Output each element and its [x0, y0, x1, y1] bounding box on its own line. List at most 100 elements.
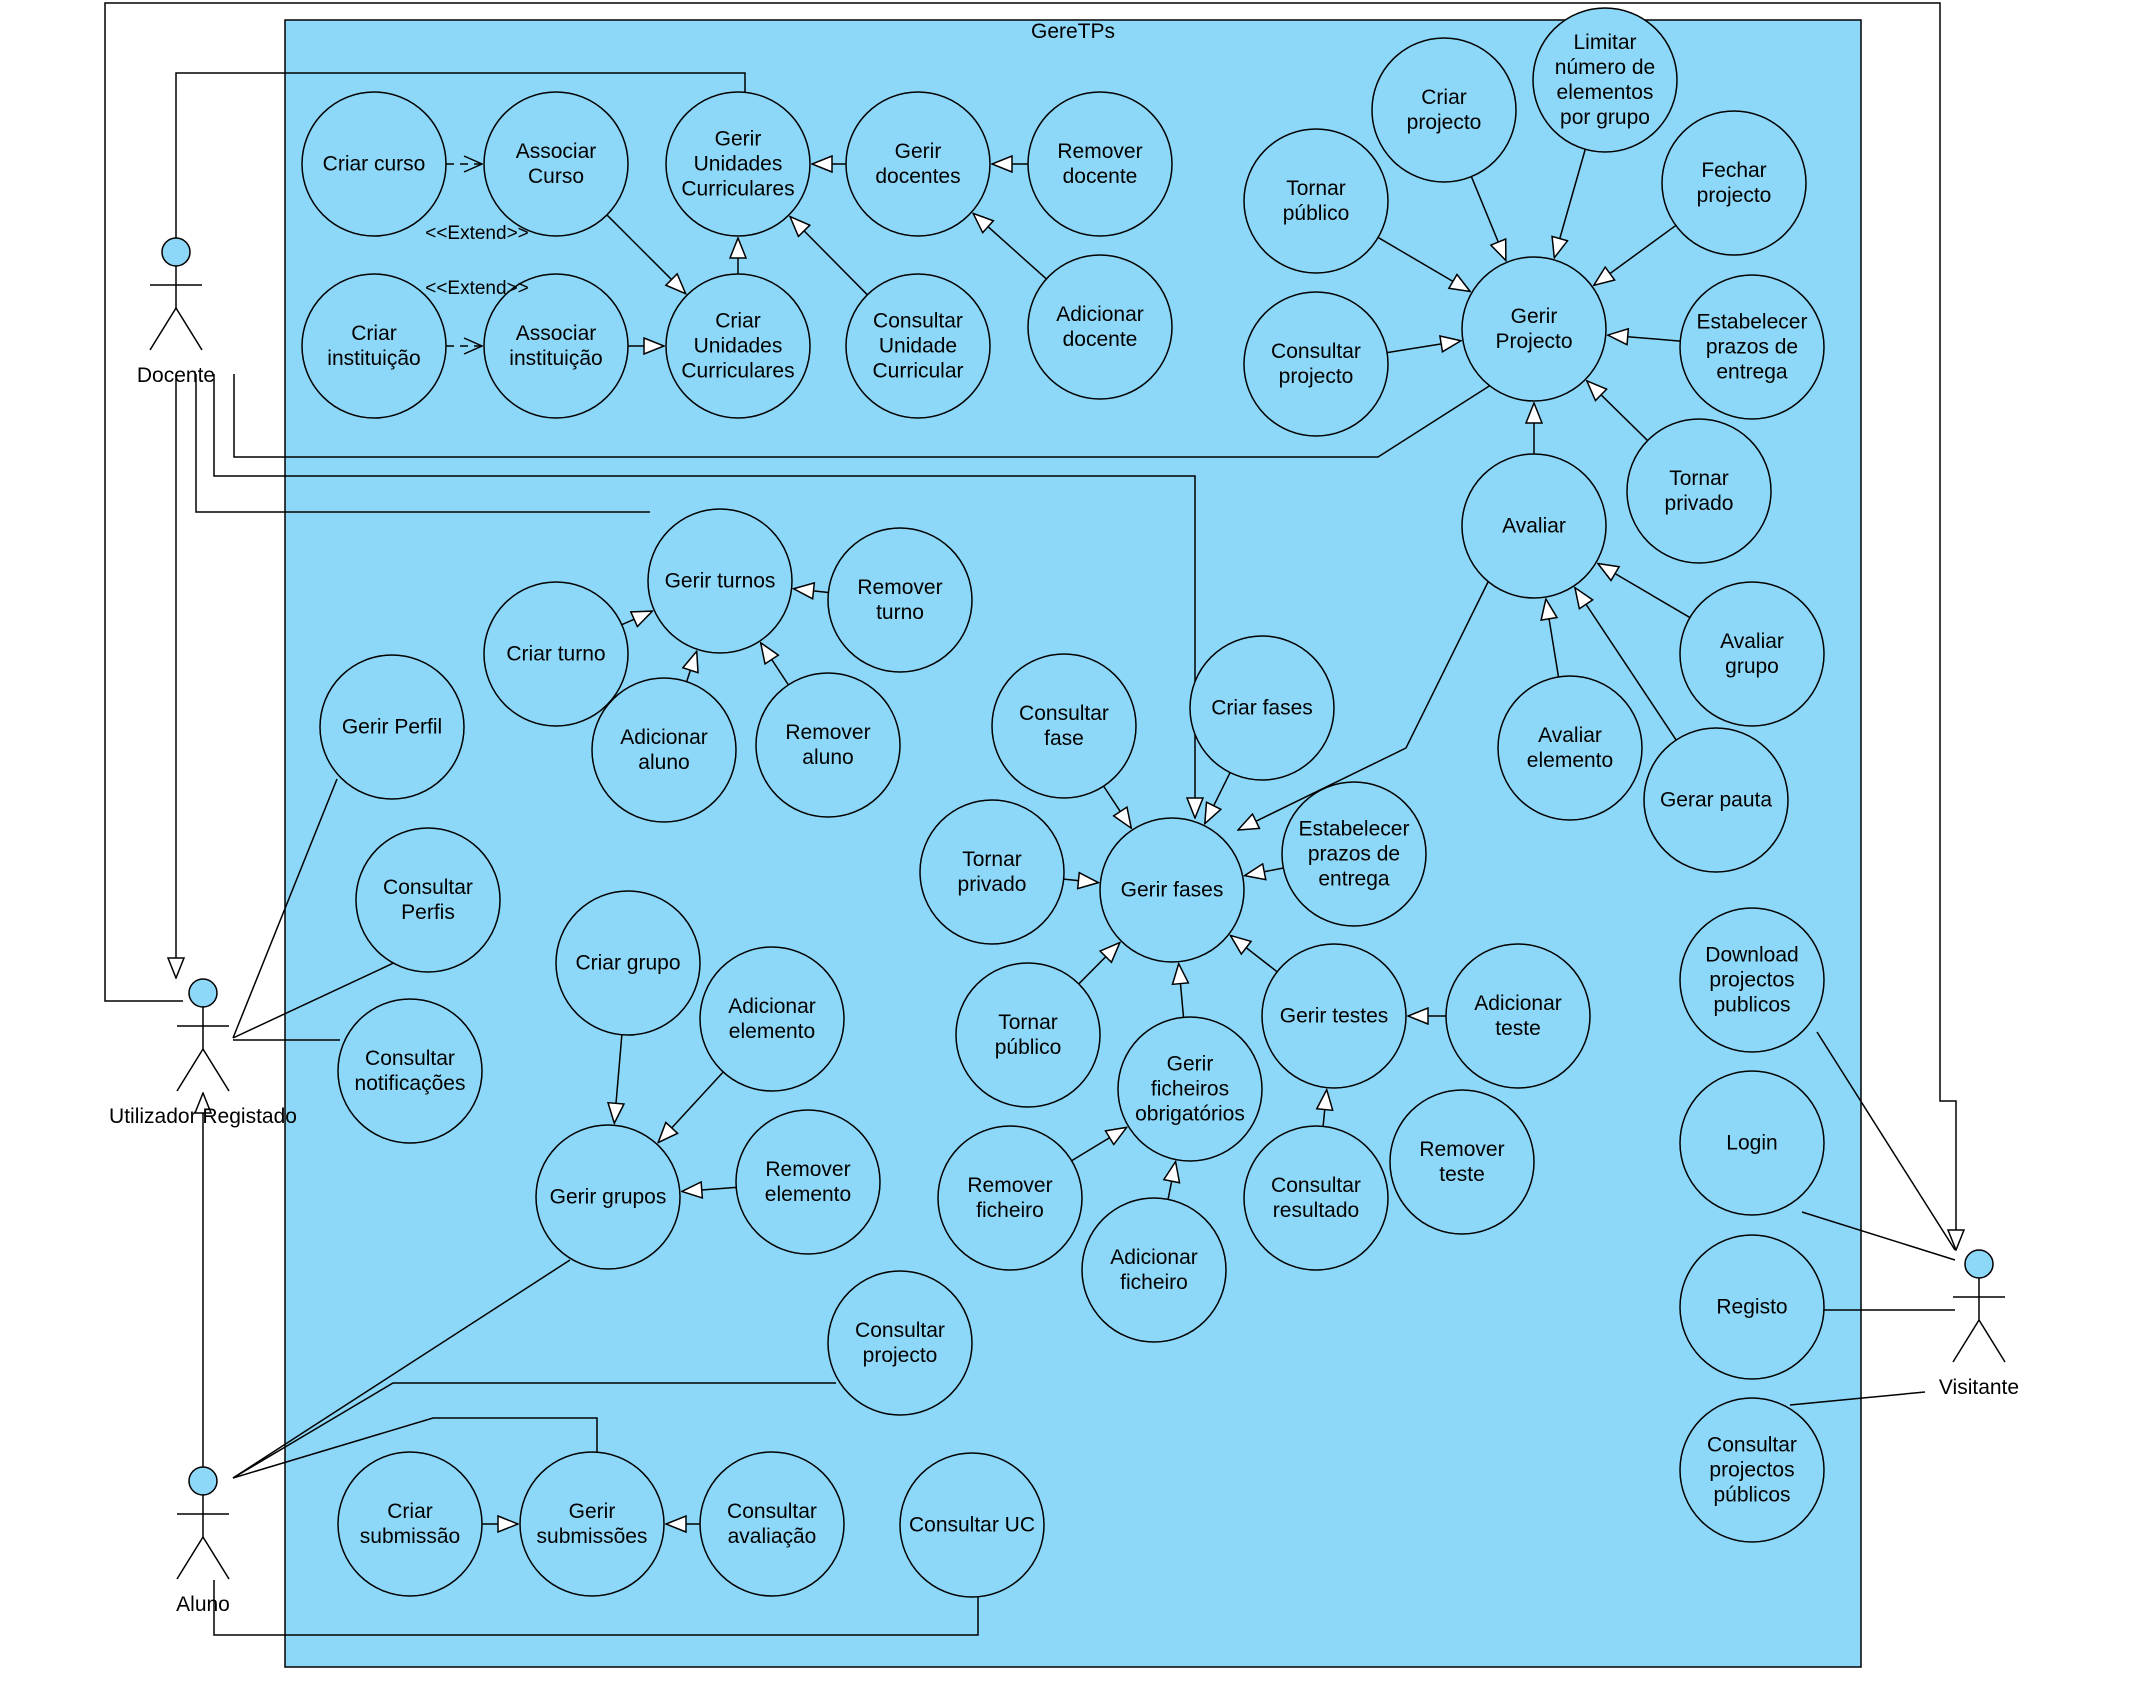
use-case-ellipse [1189, 635, 1335, 781]
use-case-label: Gerir fases [1121, 879, 1224, 902]
use-case-ellipse [519, 1451, 665, 1597]
use-case-label: docente [1063, 165, 1138, 188]
association-visitante-login [1801, 1211, 1956, 1261]
use-case-gerir-fases[interactable]: Gerir fases [1099, 817, 1245, 963]
use-case-gerir-testes[interactable]: Gerir testes [1261, 943, 1407, 1089]
use-case-label: número de [1555, 56, 1655, 79]
use-case-criar-turno[interactable]: Criar turno [483, 581, 629, 727]
use-case-label: aluno [638, 751, 689, 774]
actor-utilizador[interactable]: Utilizador Registado [109, 978, 297, 1128]
use-case-label: projecto [1407, 111, 1482, 134]
actor-aluno[interactable]: Aluno [176, 1466, 230, 1616]
use-case-ellipse [1679, 1234, 1825, 1380]
use-case-criar-curso[interactable]: Criar curso [301, 91, 447, 237]
use-case-ellipse [665, 273, 811, 419]
use-case-gerir-perfil[interactable]: Gerir Perfil [319, 654, 465, 800]
generalization-adicionar_elemento-gerir_grupos [658, 1071, 724, 1143]
actor-visitante[interactable]: Visitante [1939, 1249, 2019, 1399]
use-case-ellipse [827, 527, 973, 673]
use-case-label: Criar fases [1211, 697, 1313, 720]
use-case-criar-grupo[interactable]: Criar grupo [555, 890, 701, 1036]
use-case-ellipse [899, 1452, 1045, 1598]
use-case-label: Tornar [998, 1011, 1058, 1034]
use-case-label: resultado [1273, 1199, 1359, 1222]
use-case-label: Tornar [962, 848, 1022, 871]
actor-label: Docente [137, 364, 215, 387]
use-case-label: Consultar [1271, 1174, 1361, 1197]
use-case-ellipse [1445, 943, 1591, 1089]
association-docente-gerir-projecto [233, 374, 1495, 458]
connectors [104, 2, 1956, 1636]
use-case-label: Associar [516, 140, 597, 163]
use-case-label: Remover [1057, 140, 1142, 163]
use-case-consultar-uc[interactable]: Consultar UC [899, 1452, 1045, 1598]
generalization-limitar-gerir_projecto [1554, 149, 1586, 258]
use-case-ellipse [555, 890, 701, 1036]
actor-label: Visitante [1939, 1376, 2019, 1399]
generalization-visitante-utilizador [104, 2, 1956, 1250]
use-case-gerir-turnos[interactable]: Gerir turnos [647, 508, 793, 654]
use-case-registo[interactable]: Registo [1679, 1234, 1825, 1380]
use-case-criar-fases[interactable]: Criar fases [1189, 635, 1335, 781]
use-case-avaliar[interactable]: Avaliar [1461, 453, 1607, 599]
use-case-label: Criar [715, 310, 761, 333]
use-case-gerir-grupos[interactable]: Gerir grupos [535, 1124, 681, 1270]
actor-left-leg [176, 1048, 204, 1092]
use-case-gerar-pauta[interactable]: Gerar pauta [1643, 727, 1789, 873]
use-case-label: Adicionar [1056, 303, 1144, 326]
use-case-ellipse [1679, 274, 1825, 420]
use-case-label: Gerir [1511, 305, 1558, 328]
use-case-label: Curso [528, 165, 584, 188]
use-case-label: fase [1044, 727, 1084, 750]
generalization-remover_turno-gerir_turnos [794, 589, 829, 593]
use-case-login[interactable]: Login [1679, 1070, 1825, 1216]
use-case-label: Remover [785, 721, 870, 744]
generalization-criar_turno-gerir_turnos [621, 611, 653, 625]
actor-docente[interactable]: Docente [137, 237, 215, 387]
use-case-label: entrega [1716, 361, 1788, 384]
use-case-label: elemento [729, 1020, 815, 1043]
